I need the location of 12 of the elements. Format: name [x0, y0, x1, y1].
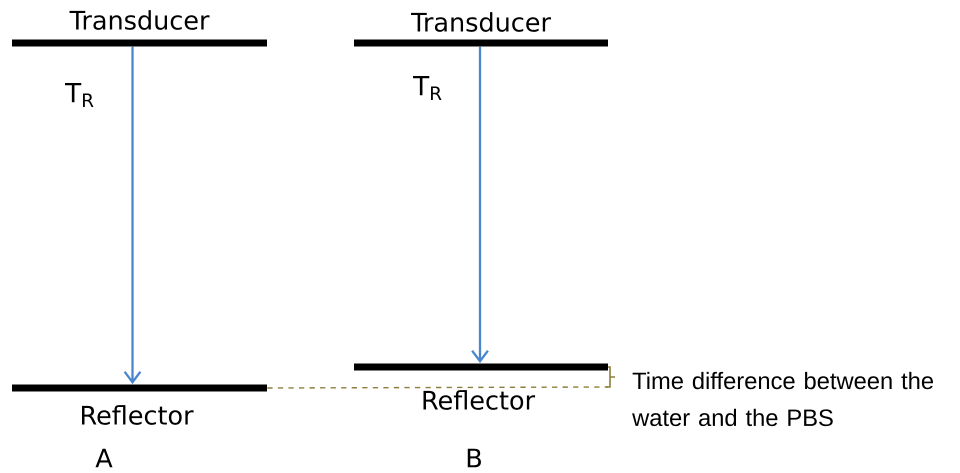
bar-label: Transducer	[70, 10, 210, 30]
panel-letter: A	[95, 448, 113, 468]
arrow	[124, 46, 142, 384]
bar-label: Reflector	[82, 405, 194, 425]
bar-label: Transducer	[411, 12, 551, 32]
reference-line	[267, 386, 608, 389]
note: Time difference between the water and the PBS	[632, 372, 933, 426]
edge-label: T$_{R}$	[411, 74, 445, 102]
panel-letter: B	[468, 448, 481, 468]
bar-label: Reflector	[424, 390, 536, 410]
arrow	[471, 46, 489, 364]
edge-label: T$_{R}$	[63, 81, 97, 109]
